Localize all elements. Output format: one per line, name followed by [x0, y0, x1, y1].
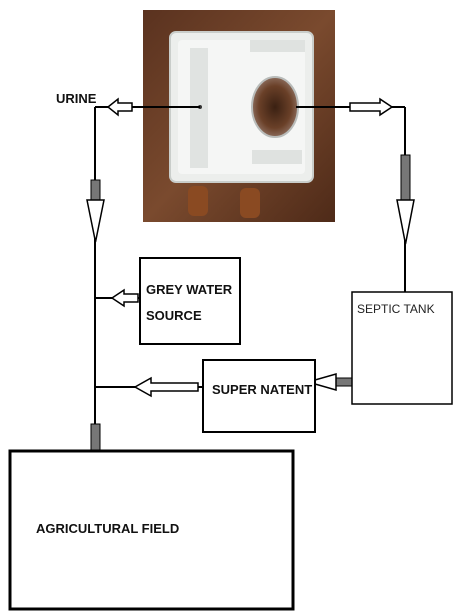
- septic-tank-box: [351, 291, 453, 405]
- hollow-flow-arrow-icon: [86, 199, 105, 243]
- urine-label: URINE: [56, 91, 97, 106]
- hollow-flow-arrow-icon: [349, 97, 394, 117]
- septic-tank-label: SEPTIC TANK: [357, 302, 435, 316]
- toilet-photo: [143, 10, 335, 222]
- super-natent-label: SUPER NATENT: [212, 382, 312, 397]
- hollow-flow-arrow-icon: [106, 97, 133, 117]
- hollow-flow-arrow-icon: [133, 376, 199, 398]
- hollow-flow-arrow-icon: [110, 288, 139, 308]
- grey-water-source-box: [139, 257, 241, 345]
- grey-water-label-line2: SOURCE: [146, 308, 202, 323]
- hollow-flow-arrow-icon: [305, 373, 337, 391]
- node-boxes: [8, 257, 453, 611]
- grey-water-label-line1: GREY WATER: [146, 282, 233, 297]
- arrow-shaft: [90, 179, 101, 201]
- arrow-shaft: [400, 154, 411, 201]
- super-natent-box: [202, 359, 316, 433]
- agricultural-field-label: AGRICULTURAL FIELD: [36, 521, 179, 536]
- agricultural-field-box: [8, 449, 295, 611]
- hollow-flow-arrow-icon: [396, 199, 415, 245]
